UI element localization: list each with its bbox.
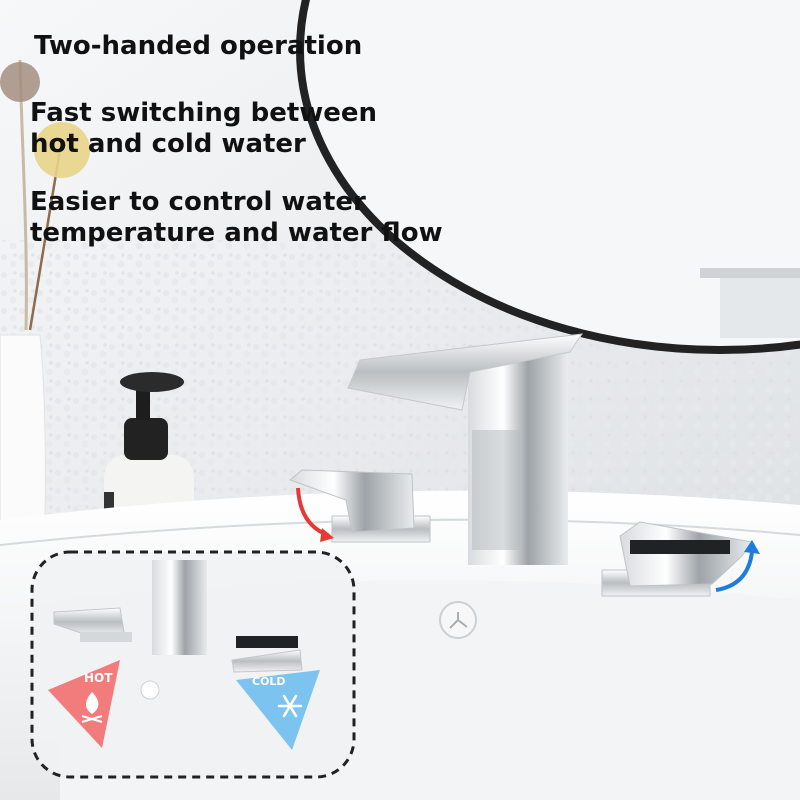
feature-easier-control-2: temperature and water flow — [30, 218, 443, 248]
feature-fast-switching-1: Fast switching between — [30, 98, 378, 128]
hot-handle — [289, 469, 431, 543]
feature-two-handed: Two-handed operation — [34, 31, 363, 61]
cold-label: COLD — [252, 675, 286, 688]
cold-arrowhead — [744, 540, 760, 554]
cold-handle — [601, 521, 753, 597]
feature-easier-control-1: Easier to control water — [30, 187, 366, 217]
flame-icon — [81, 692, 103, 723]
drain-cover — [439, 601, 477, 639]
close-up-inset: HOT COLD — [30, 550, 356, 779]
cold-rotate-arrow — [715, 551, 754, 592]
round-mirror — [296, 0, 800, 354]
feature-fast-switching-2: hot and cold water — [30, 129, 306, 159]
hot-label: HOT — [84, 671, 113, 685]
hot-arrowhead — [320, 528, 334, 542]
faucet-spout — [347, 333, 584, 565]
cold-indicator-triangle — [236, 670, 320, 750]
hot-indicator-triangle — [48, 660, 120, 748]
snowflake-icon — [277, 694, 303, 718]
decor-vase — [0, 59, 90, 561]
